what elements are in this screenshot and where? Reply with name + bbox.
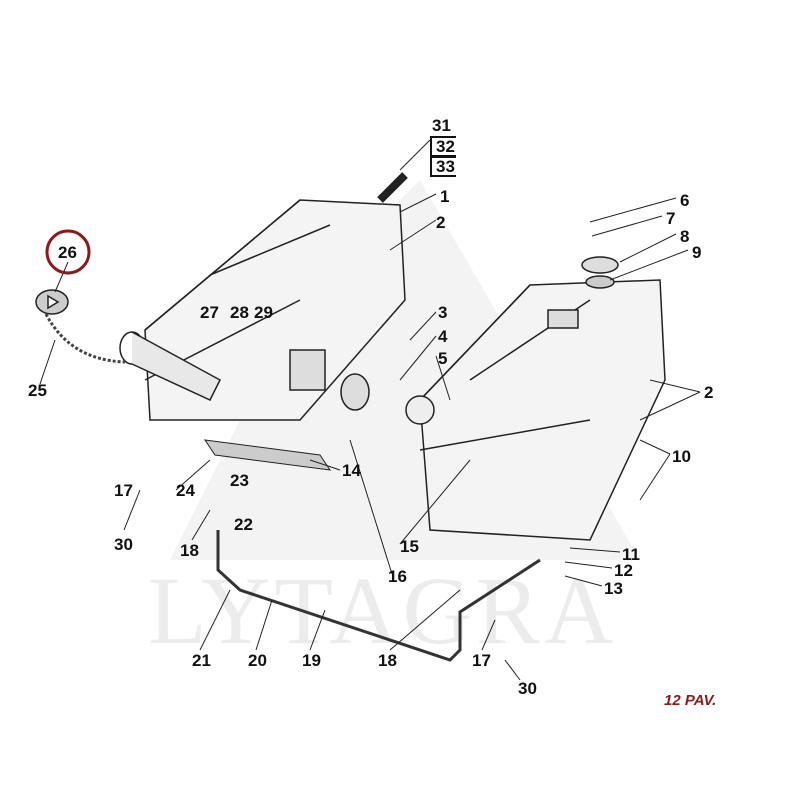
callout-4: 4 — [438, 327, 448, 346]
callout-3: 3 — [438, 303, 448, 322]
callout-30: 30 — [114, 535, 133, 554]
cap-chain — [44, 313, 126, 364]
callout-11: 11 — [622, 545, 640, 564]
callout-17b: 17 — [472, 651, 491, 670]
fuel-line — [216, 530, 541, 662]
callout-2b: 2 — [704, 383, 714, 402]
callout-8: 8 — [680, 227, 690, 246]
callout-14: 14 — [342, 461, 361, 480]
right-fuel-tank — [419, 256, 666, 541]
left-fuel-tank — [119, 199, 406, 421]
callout-10: 10 — [672, 447, 691, 466]
callout-33: 33 — [430, 156, 456, 177]
callout-18b: 18 — [378, 651, 397, 670]
callout-31: 31 — [432, 116, 451, 135]
callout-20: 20 — [248, 651, 267, 670]
figure-note: 12 PAV. — [664, 692, 717, 709]
callout-23: 23 — [230, 471, 249, 490]
highlight-circle — [45, 229, 91, 275]
watermark: LYTAGRA — [148, 557, 618, 664]
callout-27: 27 — [200, 303, 219, 322]
callout-12: 12 — [614, 561, 633, 580]
callout-32: 32 — [430, 136, 456, 157]
callout-28: 28 — [230, 303, 249, 322]
callout-25: 25 — [28, 381, 47, 400]
callout-7: 7 — [666, 209, 676, 228]
callout-6: 6 — [680, 191, 690, 210]
callout-16: 16 — [388, 567, 407, 586]
callout-24: 24 — [176, 481, 195, 500]
callout-5: 5 — [438, 349, 448, 368]
callout-1: 1 — [440, 187, 450, 206]
callout-26[interactable]: 26 — [58, 243, 77, 262]
callout-2: 2 — [436, 213, 446, 232]
callout-21: 21 — [192, 651, 211, 670]
callout-15: 15 — [400, 537, 419, 556]
callout-30b: 30 — [518, 679, 537, 698]
callout-19: 19 — [302, 651, 321, 670]
callout-22: 22 — [234, 515, 253, 534]
callout-29: 29 — [254, 303, 273, 322]
callout-13: 13 — [604, 579, 623, 598]
fuel-cap — [35, 289, 69, 315]
callout-18: 18 — [180, 541, 199, 560]
callout-17: 17 — [114, 481, 133, 500]
callout-9: 9 — [692, 243, 702, 262]
